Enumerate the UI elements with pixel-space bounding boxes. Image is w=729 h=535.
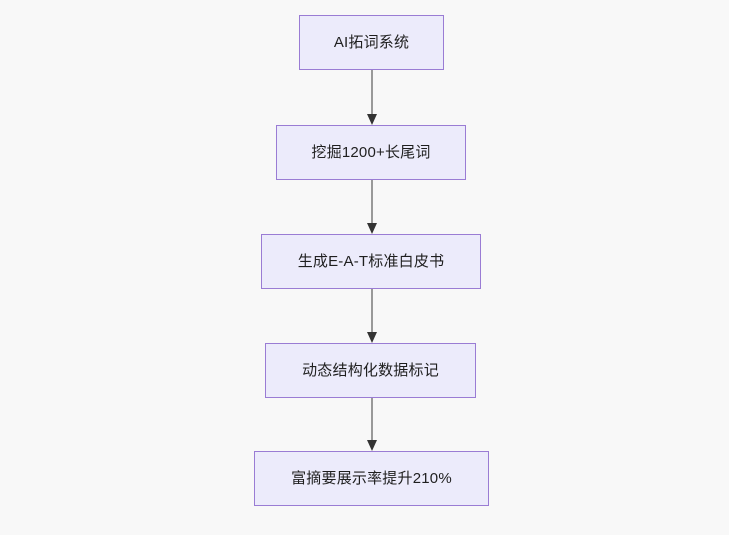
flow-node-label: 动态结构化数据标记 xyxy=(302,361,439,379)
flow-node-label: 挖掘1200+长尾词 xyxy=(311,143,431,161)
flow-edge-n4-n5 xyxy=(363,398,381,451)
flow-node-rich-snippet-rate-increase[interactable]: 富摘要展示率提升210% xyxy=(254,451,489,506)
flow-node-label: 富摘要展示率提升210% xyxy=(291,469,452,487)
flow-edge-n1-n2 xyxy=(363,70,381,125)
flow-node-ai-keyword-system[interactable]: AI拓词系统 xyxy=(299,15,444,70)
flow-node-label: AI拓词系统 xyxy=(333,33,410,51)
flow-edge-n3-n4 xyxy=(363,289,381,343)
flow-node-dynamic-structured-data-markup[interactable]: 动态结构化数据标记 xyxy=(265,343,476,398)
flow-node-mine-longtail-keywords[interactable]: 挖掘1200+长尾词 xyxy=(276,125,466,180)
flow-edge-n2-n3 xyxy=(363,180,381,234)
flow-node-generate-eat-whitepaper[interactable]: 生成E-A-T标准白皮书 xyxy=(261,234,481,289)
flow-node-label: 生成E-A-T标准白皮书 xyxy=(297,252,445,270)
